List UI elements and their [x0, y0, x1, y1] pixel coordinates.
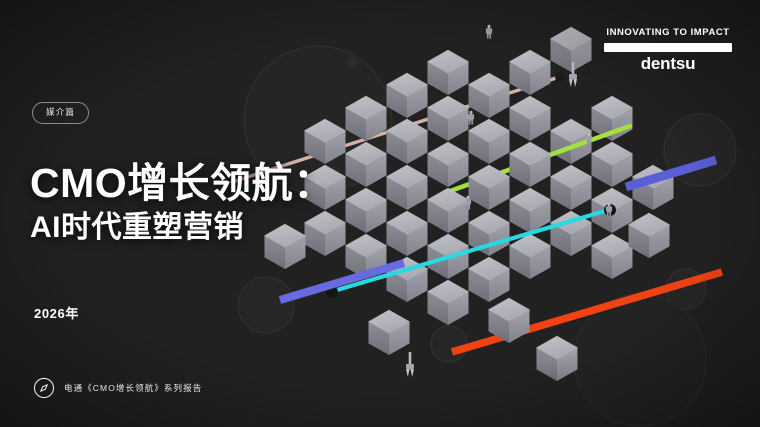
logo-wordmark: dentsu: [640, 53, 696, 73]
dentsu-logo: INNOVATING TO IMPACT dentsu: [604, 28, 732, 72]
page-title: CMO增长领航： AI时代重塑营销: [30, 160, 335, 245]
category-badge: 媒介篇: [32, 102, 90, 124]
title-main-line: CMO增长领航：: [30, 160, 335, 206]
human-figures: [464, 24, 613, 217]
year-label: 2026年: [34, 306, 79, 321]
rod-red: [450, 268, 724, 356]
gripper-arms: [406, 62, 577, 377]
rod-cyan: [326, 204, 616, 298]
title-sub-line: AI时代重塑营销: [30, 211, 244, 245]
cube-cluster-mid: [304, 141, 633, 326]
footer-text: 电通《CMO增长领航》系列报告: [64, 382, 203, 393]
compass-circle-icon: [33, 377, 55, 399]
rod-blue-left: [278, 259, 406, 304]
rod-blue-right: [624, 155, 718, 192]
footer: 电通《CMO增长领航》系列报告: [33, 377, 202, 399]
logo-bar: [604, 42, 732, 52]
rod-lime: [439, 123, 633, 197]
logo-tagline: INNOVATING TO IMPACT: [606, 27, 730, 38]
